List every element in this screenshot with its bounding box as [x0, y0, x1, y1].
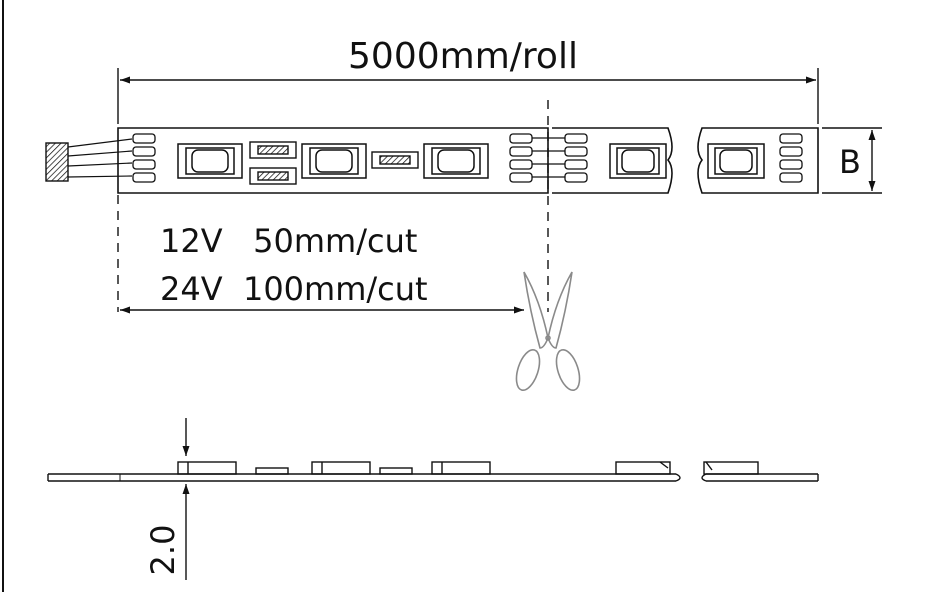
- cut-point-pads: [509, 133, 588, 183]
- solder-pads-left: [132, 133, 156, 183]
- wire-connector: [45, 138, 133, 182]
- width-dimension: B: [822, 127, 882, 194]
- cut-guide-lines: [117, 100, 549, 312]
- led-strip-top-view: [117, 127, 819, 194]
- led-chip-side: [703, 461, 759, 475]
- led-chip: [177, 143, 243, 179]
- led-chip: [609, 143, 667, 179]
- cut-24v-label: 24V 100mm/cut: [160, 270, 428, 308]
- solder-pads-right: [779, 133, 803, 183]
- resistor-side: [255, 467, 289, 475]
- led-chip: [301, 143, 367, 179]
- led-chip-side: [431, 461, 491, 475]
- led-chip-side: [177, 461, 237, 475]
- led-chip: [423, 143, 489, 179]
- led-strip-side-view: [47, 461, 819, 482]
- roll-length-dimension: 5000mm/roll: [117, 36, 819, 124]
- thickness-dimension: 2.0: [144, 418, 190, 580]
- roll-length-label: 5000mm/roll: [348, 36, 578, 77]
- led-chip-side: [615, 461, 671, 475]
- cut-12v-label: 12V 50mm/cut: [160, 222, 417, 260]
- led-chip-side: [311, 461, 371, 475]
- resistor-side: [379, 467, 413, 475]
- resistor-pair: [249, 141, 297, 185]
- resistor: [371, 151, 419, 169]
- width-label: B: [839, 143, 861, 181]
- led-chip: [707, 143, 765, 179]
- scissors-icon: [515, 271, 581, 392]
- thickness-label: 2.0: [144, 525, 182, 576]
